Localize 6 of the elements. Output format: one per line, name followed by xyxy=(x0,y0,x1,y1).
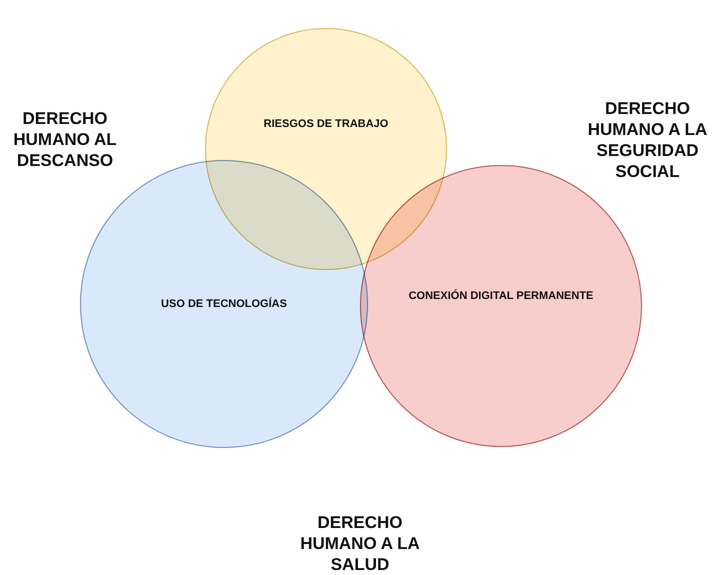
category-label: DERECHO HUMANO AL DESCANSO xyxy=(12,108,118,171)
category-label: DERECHO HUMANO A LA SEGURIDAD SOCIAL xyxy=(586,98,708,182)
circle-label: CONEXIÓN DIGITAL PERMANENTE xyxy=(408,290,594,302)
circle-label: RIESGOS DE TRABAJO xyxy=(264,118,388,130)
circle-label: USO DE TECNOLOGÍAS xyxy=(161,298,287,310)
category-label: DERECHO HUMANO A LA SALUD xyxy=(299,512,421,575)
